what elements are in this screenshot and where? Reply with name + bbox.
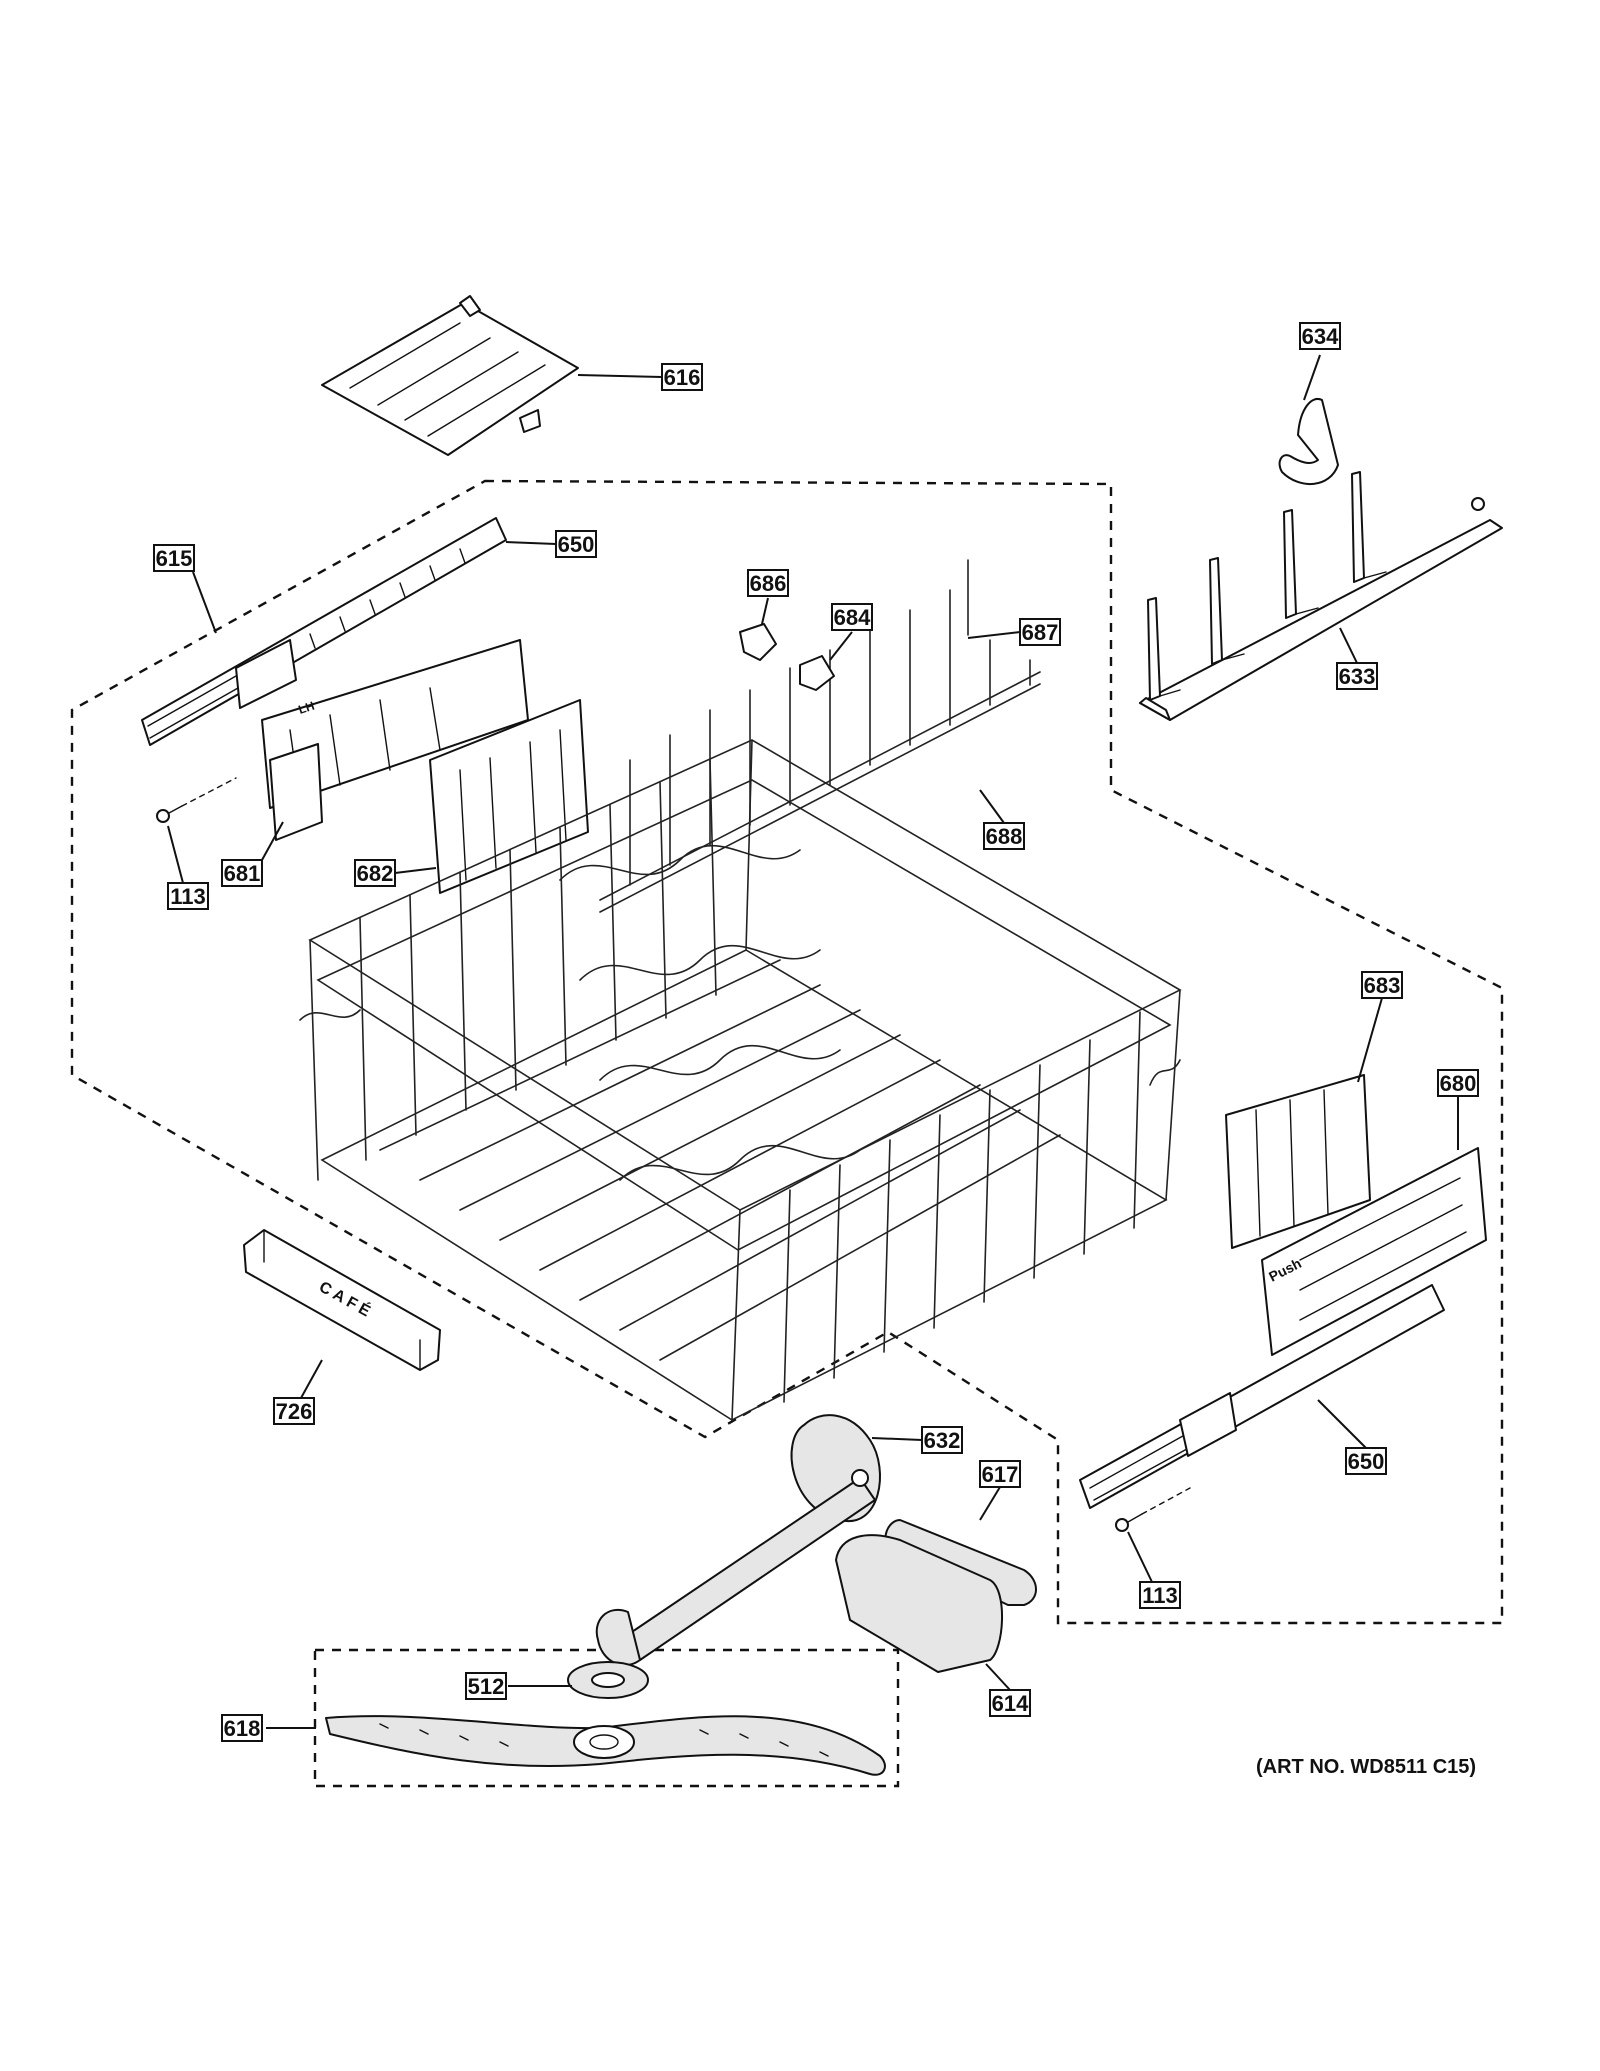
callout-684: 684	[831, 603, 873, 631]
leader-614	[985, 1663, 1011, 1691]
leader-633	[1339, 627, 1358, 664]
svg-text:634: 634	[1302, 324, 1339, 349]
svg-text:650: 650	[558, 532, 595, 557]
leader-634	[1303, 354, 1321, 401]
svg-text:688: 688	[986, 824, 1023, 849]
svg-text:681: 681	[224, 861, 261, 886]
callout-686: 686	[747, 569, 789, 597]
svg-text:686: 686	[750, 571, 787, 596]
spray-arm-manifold-part	[595, 1414, 881, 1667]
callout-680: 680	[1437, 1069, 1479, 1097]
svg-text:632: 632	[924, 1428, 961, 1453]
callout-633: 633	[1336, 662, 1378, 690]
callout-726: 726	[273, 1397, 315, 1425]
callout-688: 688	[983, 822, 1025, 850]
svg-text:113: 113	[170, 884, 206, 909]
right-rack-rail-part	[1079, 1284, 1445, 1509]
callout-617: 617	[979, 1460, 1021, 1488]
upper-rack-assembly-boundary	[70, 479, 1504, 1625]
rack-adjuster-part: LH	[261, 639, 529, 841]
leader-684	[829, 631, 853, 661]
callout-634: 634	[1299, 322, 1341, 350]
tine-section-part	[599, 559, 1041, 913]
right-rack-adjuster-part: Push	[1261, 1147, 1487, 1356]
callout-632: 632	[921, 1426, 963, 1454]
callout-682: 682	[354, 859, 396, 887]
svg-text:684: 684	[834, 605, 871, 630]
screw-left-part	[156, 777, 237, 823]
spray-arm-boundary	[313, 1648, 900, 1788]
left-rack-rail-part	[141, 517, 507, 746]
svg-text:682: 682	[357, 861, 394, 886]
conduit-part	[835, 1534, 1003, 1673]
svg-text:650: 650	[1348, 1449, 1385, 1474]
spray-arm-hub-part	[567, 1661, 649, 1699]
leader-682	[394, 867, 437, 874]
svg-text:633: 633	[1339, 664, 1376, 689]
tine-row-part	[1139, 471, 1503, 721]
hose-part	[884, 1519, 1037, 1606]
svg-text:683: 683	[1364, 973, 1401, 998]
callout-616: 616	[661, 363, 703, 391]
svg-text:113: 113	[1142, 1583, 1178, 1608]
callout-683: 683	[1361, 971, 1403, 999]
svg-text:618: 618	[224, 1716, 261, 1741]
svg-text:680: 680	[1440, 1071, 1477, 1096]
callout-618: 618	[221, 1714, 263, 1742]
leader-650a	[505, 541, 557, 545]
leader-615	[192, 571, 217, 634]
brand-badge-bar-part: CAFÉ	[243, 1229, 441, 1371]
leader-726	[300, 1359, 323, 1399]
leader-617	[979, 1486, 1001, 1521]
art-number: (ART NO. WD8511 C15)	[1256, 1756, 1477, 1778]
callout-687: 687	[1019, 618, 1061, 646]
callout-614: 614	[989, 1689, 1031, 1717]
callout-681: 681	[221, 859, 263, 887]
leader-632	[871, 1437, 923, 1441]
callout-113b: 113	[1139, 1581, 1181, 1609]
rail-mark-lh: LH	[297, 699, 317, 717]
leader-113a	[167, 825, 184, 884]
clip-684-part	[799, 655, 835, 691]
callout-615: 615	[153, 544, 195, 572]
callout-650a: 650	[555, 530, 597, 558]
callout-512: 512	[465, 1672, 507, 1700]
leader-688	[979, 789, 1005, 824]
rack-adjuster-cover-part	[429, 699, 589, 894]
leader-616	[577, 374, 663, 378]
svg-text:617: 617	[982, 1462, 1019, 1487]
shelf-frame-part	[321, 295, 579, 456]
callout-650b: 650	[1345, 1447, 1387, 1475]
svg-text:615: 615	[156, 546, 193, 571]
svg-text:616: 616	[664, 365, 701, 390]
svg-text:512: 512	[468, 1674, 505, 1699]
leader-113b	[1127, 1531, 1153, 1583]
lower-spray-arm-part	[325, 1715, 886, 1776]
leader-681	[261, 821, 284, 861]
svg-text:687: 687	[1022, 620, 1059, 645]
callout-113a: 113	[167, 882, 209, 910]
upper-dish-rack-part	[299, 739, 1182, 1421]
clip-686-part	[739, 623, 777, 661]
svg-text:726: 726	[276, 1399, 313, 1424]
leader-687	[967, 631, 1021, 639]
leader-686	[761, 597, 769, 625]
screw-right-part	[1115, 1487, 1191, 1532]
clip-part	[1278, 397, 1339, 486]
leader-683	[1357, 997, 1383, 1083]
svg-text:614: 614	[992, 1691, 1029, 1716]
right-rack-adjuster-cover-part	[1225, 1074, 1371, 1249]
leader-650b	[1317, 1399, 1367, 1449]
